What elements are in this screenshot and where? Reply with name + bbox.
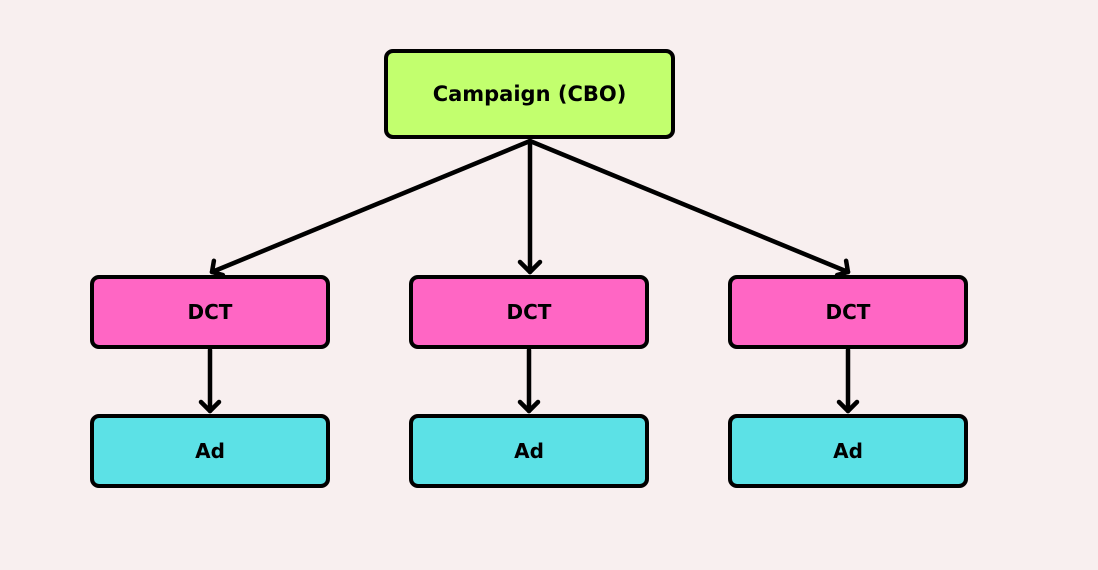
dct-label: DCT [187, 300, 233, 324]
ad-node-1: Ad [90, 414, 330, 488]
edge-dct-3-ad-3 [836, 347, 860, 414]
ad-label: Ad [833, 439, 863, 463]
edge-campaign-dct-1 [209, 138, 533, 278]
campaign-label: Campaign (CBO) [432, 82, 627, 106]
ad-label: Ad [514, 439, 544, 463]
ad-node-3: Ad [728, 414, 968, 488]
campaign-node: Campaign (CBO) [384, 49, 675, 139]
dct-node-2: DCT [409, 275, 649, 349]
dct-node-1: DCT [90, 275, 330, 349]
dct-label: DCT [506, 300, 552, 324]
ad-node-2: Ad [409, 414, 649, 488]
dct-label: DCT [825, 300, 871, 324]
ad-label: Ad [195, 439, 225, 463]
edge-campaign-dct-2 [517, 138, 543, 275]
edge-dct-1-ad-1 [198, 347, 222, 414]
edge-campaign-dct-3 [527, 138, 851, 278]
edge-dct-2-ad-2 [517, 347, 541, 414]
dct-node-3: DCT [728, 275, 968, 349]
